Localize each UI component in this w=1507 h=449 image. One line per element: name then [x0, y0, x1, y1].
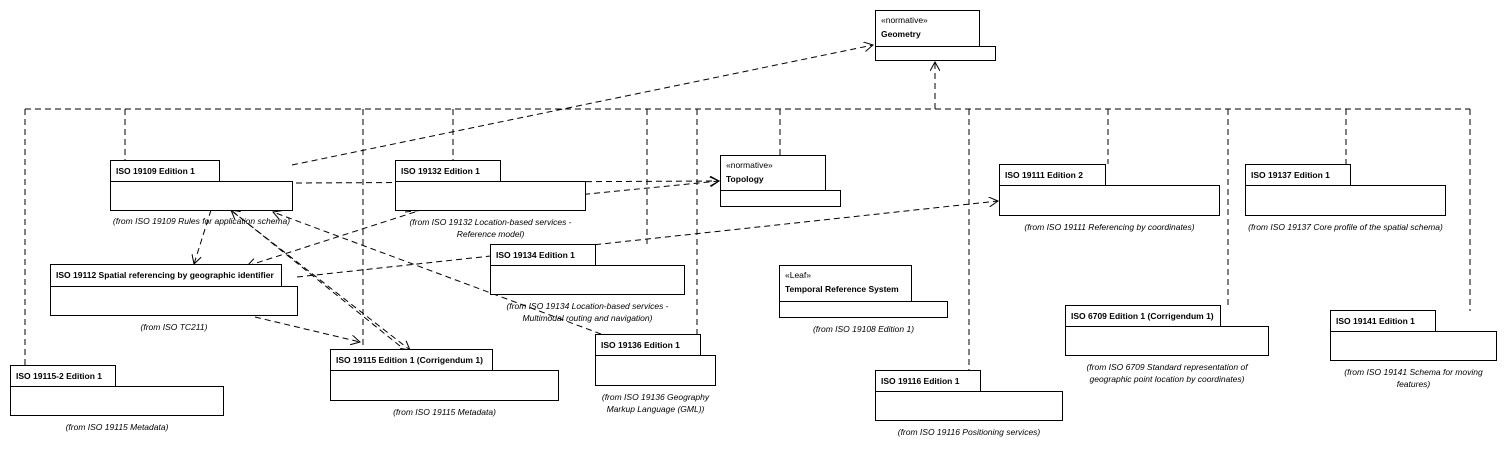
- package-body: [779, 301, 948, 318]
- package-body: [490, 265, 685, 295]
- origin-line-2: geographic point location by coordinates…: [1089, 374, 1245, 384]
- package-origin-note: (from ISO 19141 Schema for moving featur…: [1320, 366, 1507, 390]
- package-tab: ISO 6709 Edition 1 (Corrigendum 1): [1065, 305, 1221, 327]
- package-body: [10, 386, 224, 416]
- dep-19109-19115: [232, 211, 410, 350]
- origin-line-2: Markup Language (GML)): [606, 404, 705, 414]
- package-tab: ISO 19112 Spatial referencing by geograp…: [50, 264, 282, 287]
- package-name: ISO 19134 Edition 1: [496, 250, 575, 260]
- origin-line-1: (from ISO 19136 Geography: [601, 392, 710, 402]
- package-iso-19134[interactable]: ISO 19134 Edition 1: [490, 244, 685, 295]
- package-topology[interactable]: «normative» Topology: [720, 155, 841, 207]
- package-body: [395, 181, 586, 211]
- package-iso-19137[interactable]: ISO 19137 Edition 1: [1245, 164, 1446, 216]
- package-name: ISO 19136 Edition 1: [601, 340, 680, 350]
- package-temporal-reference-system[interactable]: «Leaf» Temporal Reference System: [779, 265, 948, 318]
- dep-19115-19109: [231, 210, 401, 347]
- package-origin-note: (from ISO 19109 Rules for application sc…: [112, 216, 291, 226]
- package-name: ISO 19141 Edition 1: [1336, 316, 1415, 326]
- package-iso-19136[interactable]: ISO 19136 Edition 1: [595, 334, 716, 386]
- package-iso-19115-2[interactable]: ISO 19115-2 Edition 1: [10, 365, 224, 416]
- package-body: [50, 286, 298, 316]
- package-tab: ISO 19134 Edition 1: [490, 244, 596, 266]
- package-origin-note: (from ISO 19115 Metadata): [393, 407, 496, 417]
- package-iso-19141[interactable]: ISO 19141 Edition 1: [1330, 310, 1497, 361]
- package-tab: ISO 19132 Edition 1: [395, 160, 501, 182]
- stereotype-label: «normative»: [881, 15, 928, 25]
- stereotype-label: «Leaf»: [785, 270, 811, 280]
- origin-line-1: (from ISO 19141 Schema for moving: [1344, 367, 1483, 377]
- package-name: ISO 6709 Edition 1 (Corrigendum 1): [1071, 311, 1214, 321]
- package-iso-19116[interactable]: ISO 19116 Edition 1: [875, 370, 1063, 421]
- package-iso-19115[interactable]: ISO 19115 Edition 1 (Corrigendum 1): [330, 349, 559, 401]
- package-name: ISO 19137 Edition 1: [1251, 170, 1330, 180]
- package-name: ISO 19112 Spatial referencing by geograp…: [56, 270, 274, 280]
- package-iso-19132[interactable]: ISO 19132 Edition 1: [395, 160, 586, 211]
- stereotype-label: «normative»: [726, 160, 773, 170]
- dep-19112-19111: [296, 201, 998, 278]
- package-name: Temporal Reference System: [785, 284, 899, 294]
- origin-line-1: (from ISO 19134 Location-based services …: [506, 301, 669, 311]
- package-body: [875, 391, 1063, 421]
- package-origin-note: (from ISO 19134 Location-based services …: [478, 300, 697, 324]
- package-body: [330, 370, 559, 401]
- package-tab: «normative» Topology: [720, 155, 826, 191]
- origin-line-1: (from ISO 6709 Standard representation o…: [1086, 362, 1248, 372]
- dep-19112-19115: [254, 316, 360, 342]
- package-origin-note: (from ISO 19111 Referencing by coordinat…: [1024, 222, 1195, 232]
- package-geometry[interactable]: «normative» Geometry: [875, 10, 996, 61]
- package-tab: ISO 19141 Edition 1: [1330, 310, 1436, 332]
- package-body: [595, 355, 716, 386]
- package-tab: ISO 19115-2 Edition 1: [10, 365, 116, 387]
- package-body: [1245, 185, 1446, 216]
- package-tab: ISO 19136 Edition 1: [595, 334, 701, 356]
- package-iso-6709[interactable]: ISO 6709 Edition 1 (Corrigendum 1): [1065, 305, 1269, 356]
- package-iso-19112[interactable]: ISO 19112 Spatial referencing by geograp…: [50, 264, 298, 316]
- package-tab: ISO 19115 Edition 1 (Corrigendum 1): [330, 349, 493, 371]
- dep-19109-geometry: [291, 45, 873, 166]
- package-name: ISO 19116 Edition 1: [881, 376, 960, 386]
- package-tab: ISO 19137 Edition 1: [1245, 164, 1351, 186]
- package-name: Geometry: [881, 29, 921, 39]
- package-name: Topology: [726, 174, 764, 184]
- origin-line-1: (from ISO 19132 Location-based services …: [409, 217, 572, 227]
- dep-19136-19109: [273, 212, 602, 335]
- package-name: ISO 19115-2 Edition 1: [16, 371, 102, 381]
- package-body: [1065, 326, 1269, 356]
- package-origin-note: (from ISO 19136 Geography Markup Languag…: [575, 391, 736, 415]
- package-origin-note: (from ISO 19115 Metadata): [65, 422, 169, 432]
- package-body: [110, 181, 293, 211]
- package-tab: ISO 19116 Edition 1: [875, 370, 981, 392]
- package-iso-19109[interactable]: ISO 19109 Edition 1: [110, 160, 293, 211]
- package-origin-note: (from ISO 6709 Standard representation o…: [1050, 361, 1284, 385]
- package-body: [1330, 331, 1497, 361]
- package-name: ISO 19115 Edition 1 (Corrigendum 1): [336, 355, 483, 365]
- origin-line-2: features): [1396, 379, 1431, 389]
- origin-line-2: Multimodal routing and navigation): [522, 313, 653, 323]
- package-tab: ISO 19111 Edition 2: [999, 164, 1106, 186]
- package-origin-note: (from ISO 19137 Core profile of the spat…: [1248, 222, 1443, 232]
- package-origin-note: (from ISO 19116 Positioning services): [897, 427, 1041, 437]
- package-body: [720, 190, 841, 207]
- package-origin-note: (from ISO TC211): [140, 322, 208, 332]
- package-body: [999, 185, 1220, 216]
- package-name: ISO 19111 Edition 2: [1005, 170, 1083, 180]
- package-iso-19111[interactable]: ISO 19111 Edition 2: [999, 164, 1220, 216]
- package-tab: ISO 19109 Edition 1: [110, 160, 220, 182]
- package-origin-note: (from ISO 19108 Edition 1): [812, 324, 915, 334]
- origin-line-2: Reference model): [456, 229, 525, 239]
- package-tab: «normative» Geometry: [875, 10, 980, 47]
- package-name: ISO 19132 Edition 1: [401, 166, 480, 176]
- package-origin-note: (from ISO 19132 Location-based services …: [380, 216, 601, 240]
- package-body: [875, 46, 996, 61]
- package-tab: «Leaf» Temporal Reference System: [779, 265, 912, 302]
- package-name: ISO 19109 Edition 1: [116, 166, 195, 176]
